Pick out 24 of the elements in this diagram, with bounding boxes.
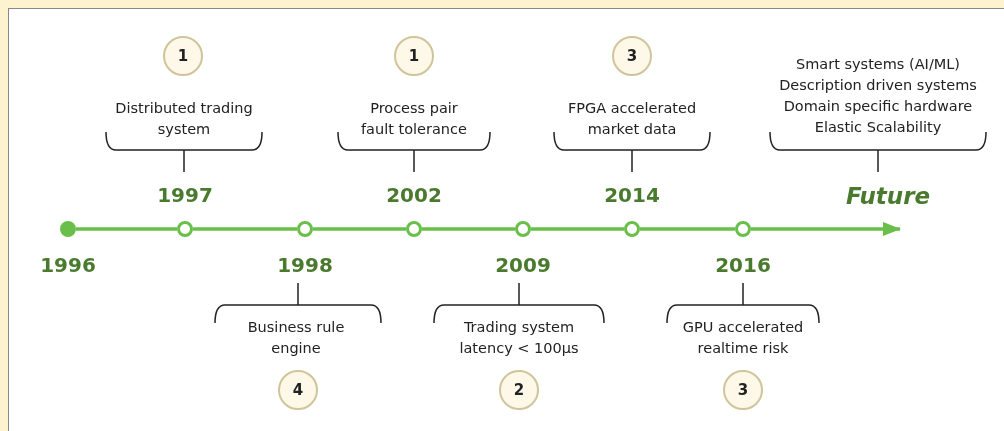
year-label: 1997 bbox=[156, 183, 214, 207]
milestone-text: Description driven systems bbox=[778, 76, 978, 95]
timeline-line bbox=[640, 227, 735, 231]
year-label: 2009 bbox=[494, 253, 552, 277]
milestone-text: Elastic Scalability bbox=[813, 118, 943, 137]
milestone-text: FPGA accelerated market data bbox=[566, 99, 698, 139]
timeline-line bbox=[76, 227, 177, 231]
milestone-text: Business rule engine bbox=[246, 318, 346, 358]
milestone-text: GPU accelerated realtime risk bbox=[681, 318, 805, 358]
timeline-line bbox=[193, 227, 297, 231]
milestone-text: Process pair fault tolerance bbox=[360, 99, 468, 139]
year-label: 2002 bbox=[385, 183, 443, 207]
timeline-line bbox=[531, 227, 624, 231]
year-label: 1998 bbox=[276, 253, 334, 277]
year-label: 2014 bbox=[603, 183, 661, 207]
timeline-arrow bbox=[751, 222, 901, 236]
year-label: 1996 bbox=[39, 253, 97, 277]
year-label: 2016 bbox=[714, 253, 772, 277]
timeline-line bbox=[313, 227, 406, 231]
milestone-text: Domain specific hardware bbox=[782, 97, 974, 116]
milestone-text: Distributed trading system bbox=[114, 99, 254, 139]
future-label: Future bbox=[844, 183, 932, 209]
milestone-text: Smart systems (AI/ML) bbox=[794, 55, 961, 74]
milestone-text: Trading system latency < 100μs bbox=[458, 318, 580, 358]
